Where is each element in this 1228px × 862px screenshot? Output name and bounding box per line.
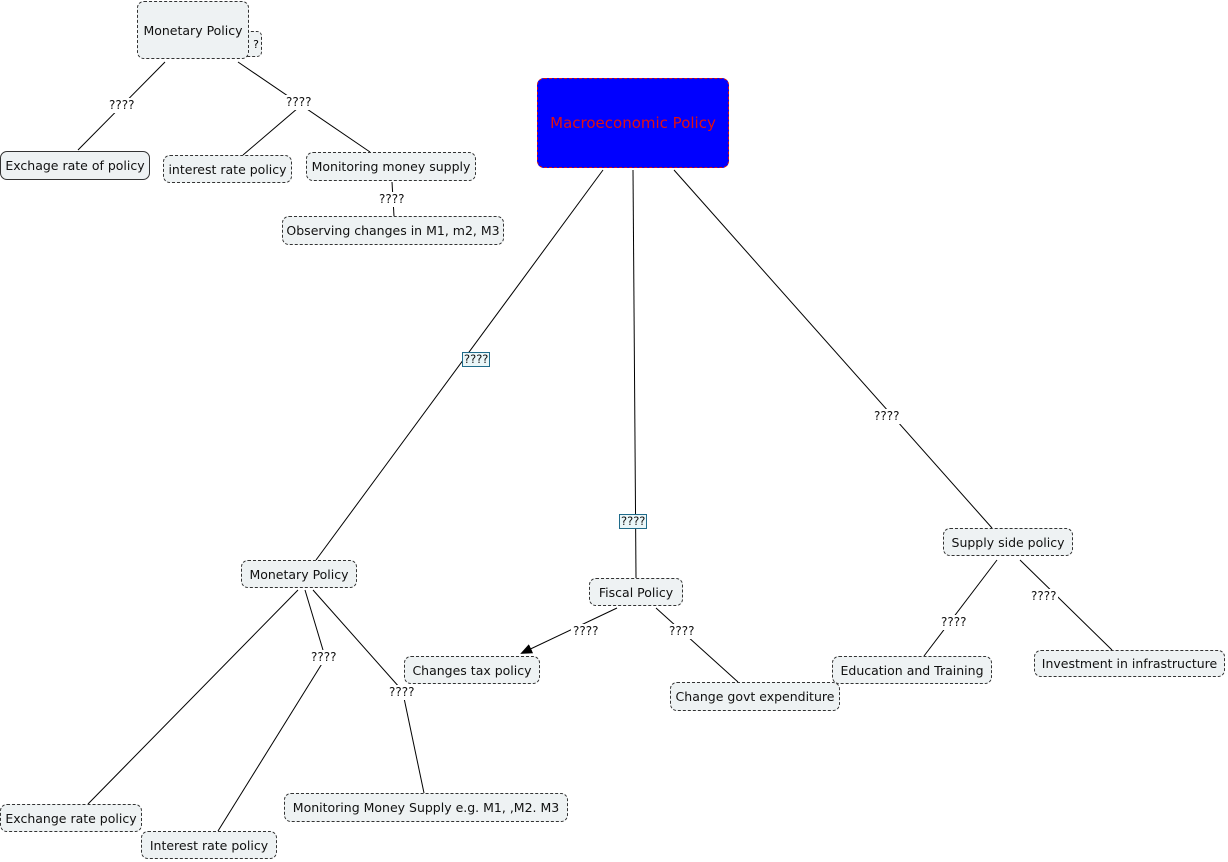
supply-side-policy-node[interactable]: Supply side policy — [943, 528, 1073, 556]
fiscal-policy-node[interactable]: Fiscal Policy — [589, 578, 683, 606]
monetary-policy-node[interactable]: Monetary Policy — [241, 560, 357, 588]
link-label-fiscal: ???? — [619, 514, 648, 529]
tax-policy-node[interactable]: Changes tax policy — [404, 656, 540, 684]
link-label-interest: ???? — [309, 650, 339, 665]
money-supply-node[interactable]: Monitoring Money Supply e.g. M1, ,M2. M3 — [284, 793, 568, 822]
link-label-infrastructure: ???? — [1029, 589, 1059, 604]
link-label-supply: ???? — [872, 409, 902, 424]
education-node[interactable]: Education and Training — [832, 656, 992, 684]
top-monetary-policy-node[interactable]: Monetary Policy — [137, 1, 249, 59]
top-link-label-observing: ???? — [377, 192, 407, 207]
link-label-monetary: ???? — [462, 352, 491, 367]
root-node[interactable]: Macroeconomic Policy — [537, 78, 729, 168]
link-label-money-supply: ???? — [387, 685, 417, 700]
expenditure-node[interactable]: Change govt expenditure — [670, 682, 840, 711]
link-label-education: ???? — [939, 615, 969, 630]
link-label-tax: ???? — [571, 624, 601, 639]
link-label-expenditure: ???? — [667, 624, 697, 639]
interest-rate-node[interactable]: Interest rate policy — [141, 831, 277, 859]
top-interest-rate-node[interactable]: interest rate policy — [163, 155, 292, 183]
top-link-label-interest: ???? — [284, 95, 314, 110]
top-link-label-exchange: ???? — [107, 98, 137, 113]
top-observing-node[interactable]: Observing changes in M1, m2, M3 — [282, 216, 504, 245]
infrastructure-node[interactable]: Investment in infrastructure — [1034, 650, 1225, 677]
top-money-supply-node[interactable]: Monitoring money supply — [306, 152, 476, 181]
exchange-rate-node[interactable]: Exchange rate policy — [0, 804, 142, 832]
top-exchange-rate-node[interactable]: Exchage rate of policy — [0, 151, 150, 180]
